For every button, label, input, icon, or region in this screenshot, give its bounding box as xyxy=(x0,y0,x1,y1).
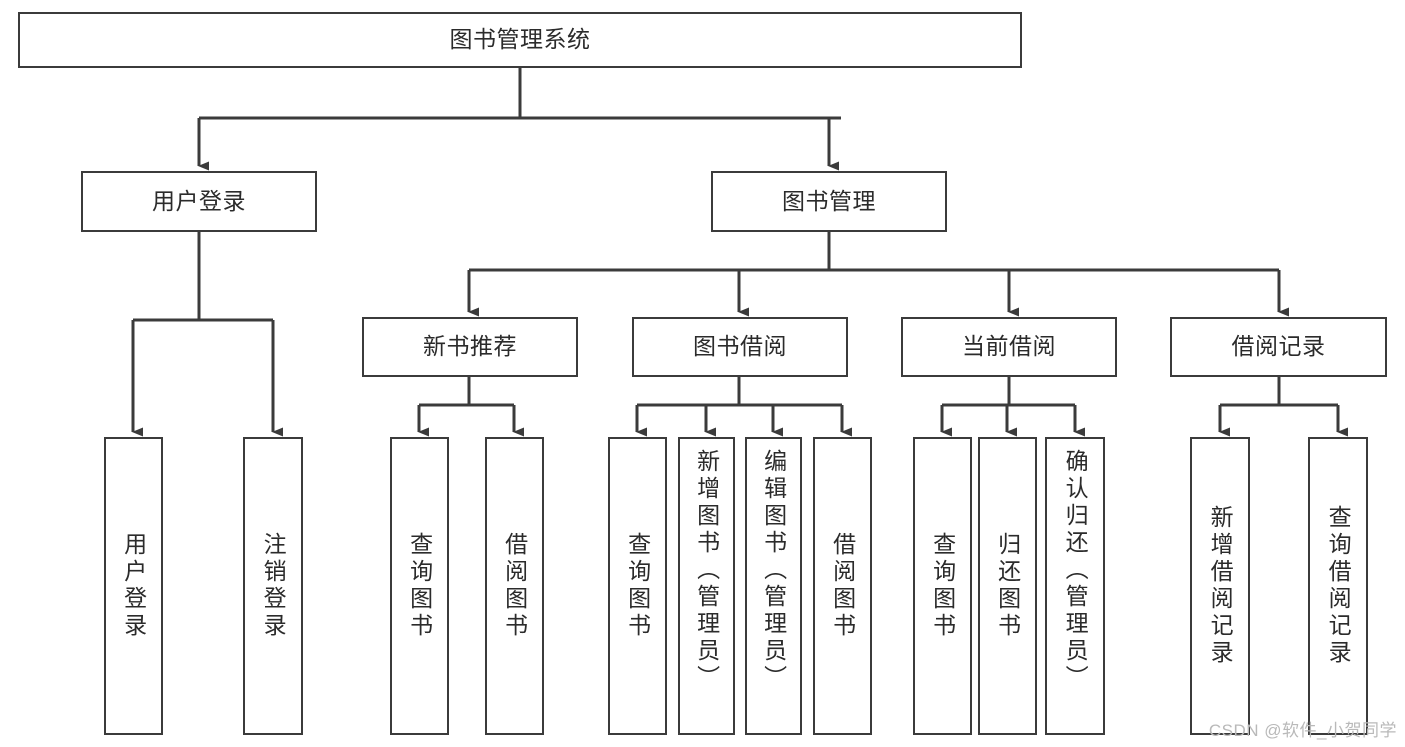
node-leaf-logout-label: 注销登录 xyxy=(260,532,287,640)
node-leaf-add-record[interactable]: 新增借阅记录 xyxy=(1190,437,1250,735)
node-new-book-recommend-label: 新书推荐 xyxy=(423,333,517,360)
node-leaf-query-book-2-label: 查询图书 xyxy=(624,532,651,640)
node-book-borrow-label: 图书借阅 xyxy=(693,333,787,360)
node-leaf-query-record-label: 查询借阅记录 xyxy=(1325,505,1352,667)
node-leaf-borrow-book-2-label: 借阅图书 xyxy=(829,532,856,640)
node-leaf-confirm-return-label: 确认归还（管理员） xyxy=(1062,449,1089,692)
node-leaf-borrow-book-1[interactable]: 借阅图书 xyxy=(485,437,544,735)
node-user-login[interactable]: 用户登录 xyxy=(81,171,317,232)
node-current-borrow[interactable]: 当前借阅 xyxy=(901,317,1117,377)
node-new-book-recommend[interactable]: 新书推荐 xyxy=(362,317,578,377)
node-leaf-query-record[interactable]: 查询借阅记录 xyxy=(1308,437,1368,735)
node-leaf-query-book-3[interactable]: 查询图书 xyxy=(913,437,972,735)
node-root-label: 图书管理系统 xyxy=(449,26,591,53)
node-leaf-borrow-book-2[interactable]: 借阅图书 xyxy=(813,437,872,735)
node-book-manage-label: 图书管理 xyxy=(782,187,876,214)
node-leaf-return-book-label: 归还图书 xyxy=(994,532,1021,640)
node-book-borrow[interactable]: 图书借阅 xyxy=(632,317,848,377)
node-leaf-edit-book[interactable]: 编辑图书（管理员） xyxy=(745,437,802,735)
node-current-borrow-label: 当前借阅 xyxy=(962,333,1056,360)
node-leaf-user-login-label: 用户登录 xyxy=(120,532,147,640)
node-user-login-label: 用户登录 xyxy=(152,187,246,214)
node-leaf-borrow-book-1-label: 借阅图书 xyxy=(501,532,528,640)
node-leaf-query-book-1-label: 查询图书 xyxy=(406,532,433,640)
node-borrow-record-label: 借阅记录 xyxy=(1231,333,1326,360)
node-leaf-user-login[interactable]: 用户登录 xyxy=(104,437,163,735)
node-leaf-add-book[interactable]: 新增图书（管理员） xyxy=(678,437,735,735)
node-root[interactable]: 图书管理系统 xyxy=(18,12,1022,68)
node-leaf-add-record-label: 新增借阅记录 xyxy=(1207,505,1234,667)
csdn-watermark: CSDN @软件_小贺同学 xyxy=(1208,721,1397,740)
node-leaf-query-book-2[interactable]: 查询图书 xyxy=(608,437,667,735)
node-leaf-confirm-return[interactable]: 确认归还（管理员） xyxy=(1045,437,1105,735)
node-borrow-record[interactable]: 借阅记录 xyxy=(1170,317,1387,377)
node-book-manage[interactable]: 图书管理 xyxy=(711,171,947,232)
node-leaf-return-book[interactable]: 归还图书 xyxy=(978,437,1037,735)
node-leaf-edit-book-label: 编辑图书（管理员） xyxy=(760,449,787,692)
node-leaf-query-book-1[interactable]: 查询图书 xyxy=(390,437,449,735)
node-leaf-add-book-label: 新增图书（管理员） xyxy=(693,449,720,692)
node-leaf-logout[interactable]: 注销登录 xyxy=(243,437,303,735)
node-leaf-query-book-3-label: 查询图书 xyxy=(929,532,956,640)
